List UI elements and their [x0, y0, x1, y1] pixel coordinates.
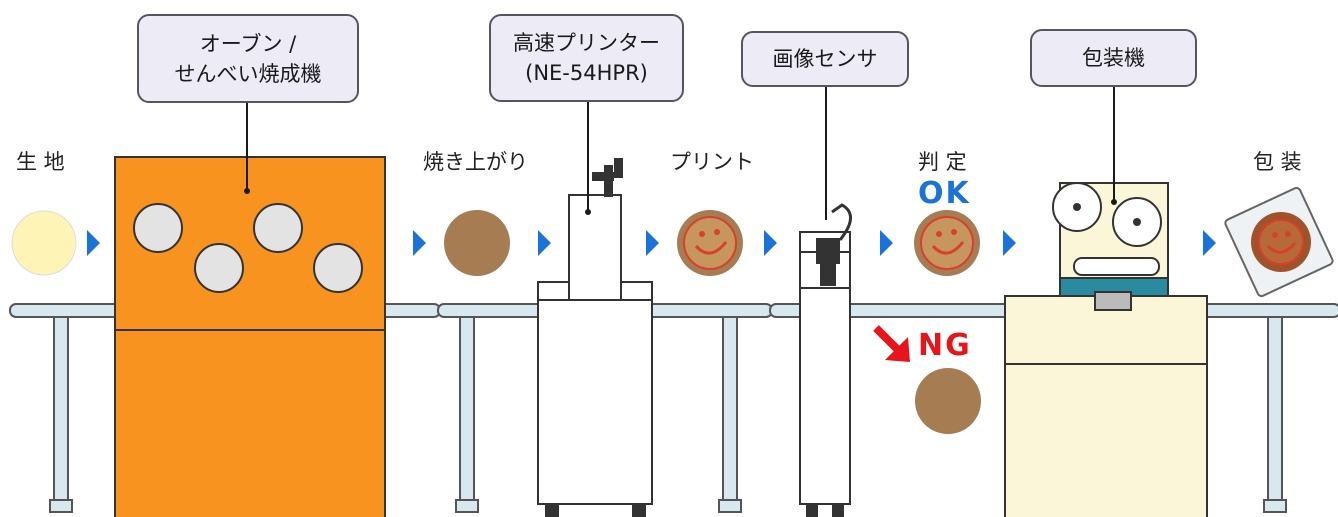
conveyor-leg	[722, 316, 738, 503]
printer-head	[568, 194, 622, 301]
packer-leader	[1113, 86, 1115, 202]
packer-body	[1004, 295, 1208, 517]
stage-label-dough: 生 地	[16, 150, 65, 174]
conveyor-leg	[1267, 316, 1283, 503]
sensor-camera	[816, 238, 840, 264]
printed-cracker	[677, 210, 743, 276]
printer-callout-line1: 高速プリンター	[513, 31, 660, 55]
rejected-cracker	[915, 368, 981, 434]
flow-arrow	[646, 230, 659, 256]
oven	[114, 156, 386, 517]
oven-leader	[246, 103, 248, 191]
oven-callout-line2: せんべい焼成機	[174, 61, 322, 86]
flow-arrow	[1203, 230, 1216, 256]
oven-body	[114, 156, 386, 517]
flow-arrow	[87, 230, 100, 256]
printer-leader	[587, 101, 589, 211]
image-sensor	[799, 203, 852, 517]
sensor-leader	[825, 86, 827, 220]
printer-base	[537, 281, 653, 505]
conveyor-leg	[53, 316, 69, 503]
conveyor-foot	[1263, 499, 1287, 513]
packer-callout: 包装機	[1030, 29, 1197, 87]
packer-callout-line1: 包装機	[1082, 46, 1145, 70]
flow-arrow	[1003, 230, 1016, 256]
oven-callout: オーブン / せんべい焼成機	[137, 14, 359, 103]
conveyor-leg	[459, 316, 475, 503]
flow-arrow	[413, 230, 426, 256]
ok-verdict: OK	[918, 176, 971, 211]
oven-cracker	[133, 203, 183, 253]
reject-arrow	[873, 325, 910, 362]
stage-label-judged: 判 定	[918, 150, 967, 174]
conveyor	[9, 303, 1338, 513]
oven-cracker	[313, 243, 363, 293]
printer-callout: 高速プリンター (NE-54HPR)	[489, 14, 684, 102]
dough-disc	[11, 210, 77, 276]
flow-arrow	[880, 230, 893, 256]
oven-cracker	[253, 203, 303, 253]
oven-callout-line1: オーブン /	[199, 31, 297, 56]
printer-callout-line2: (NE-54HPR)	[525, 61, 648, 85]
stage-label-packaged: 包 装	[1253, 150, 1302, 174]
packer	[1004, 182, 1208, 517]
conveyor-foot	[49, 499, 73, 513]
judged-cracker	[914, 210, 980, 276]
packaged-cracker	[1224, 186, 1334, 298]
flow-arrow	[538, 230, 551, 256]
ng-verdict: NG	[918, 328, 972, 363]
sensor-callout-line1: 画像センサ	[772, 47, 878, 71]
baked-cracker	[444, 210, 510, 276]
flow-arrow	[764, 230, 777, 256]
conveyor-foot	[455, 499, 479, 513]
conveyor-foot	[718, 499, 742, 513]
sensor-callout: 画像センサ	[741, 31, 909, 87]
flow-arrows	[87, 230, 1216, 256]
printer	[537, 158, 653, 517]
stage-label-printed: プリント	[670, 150, 754, 174]
oven-cracker	[194, 243, 244, 293]
conveyor-rail-4	[1199, 303, 1338, 318]
stage-label-baked: 焼き上がり	[423, 150, 528, 174]
